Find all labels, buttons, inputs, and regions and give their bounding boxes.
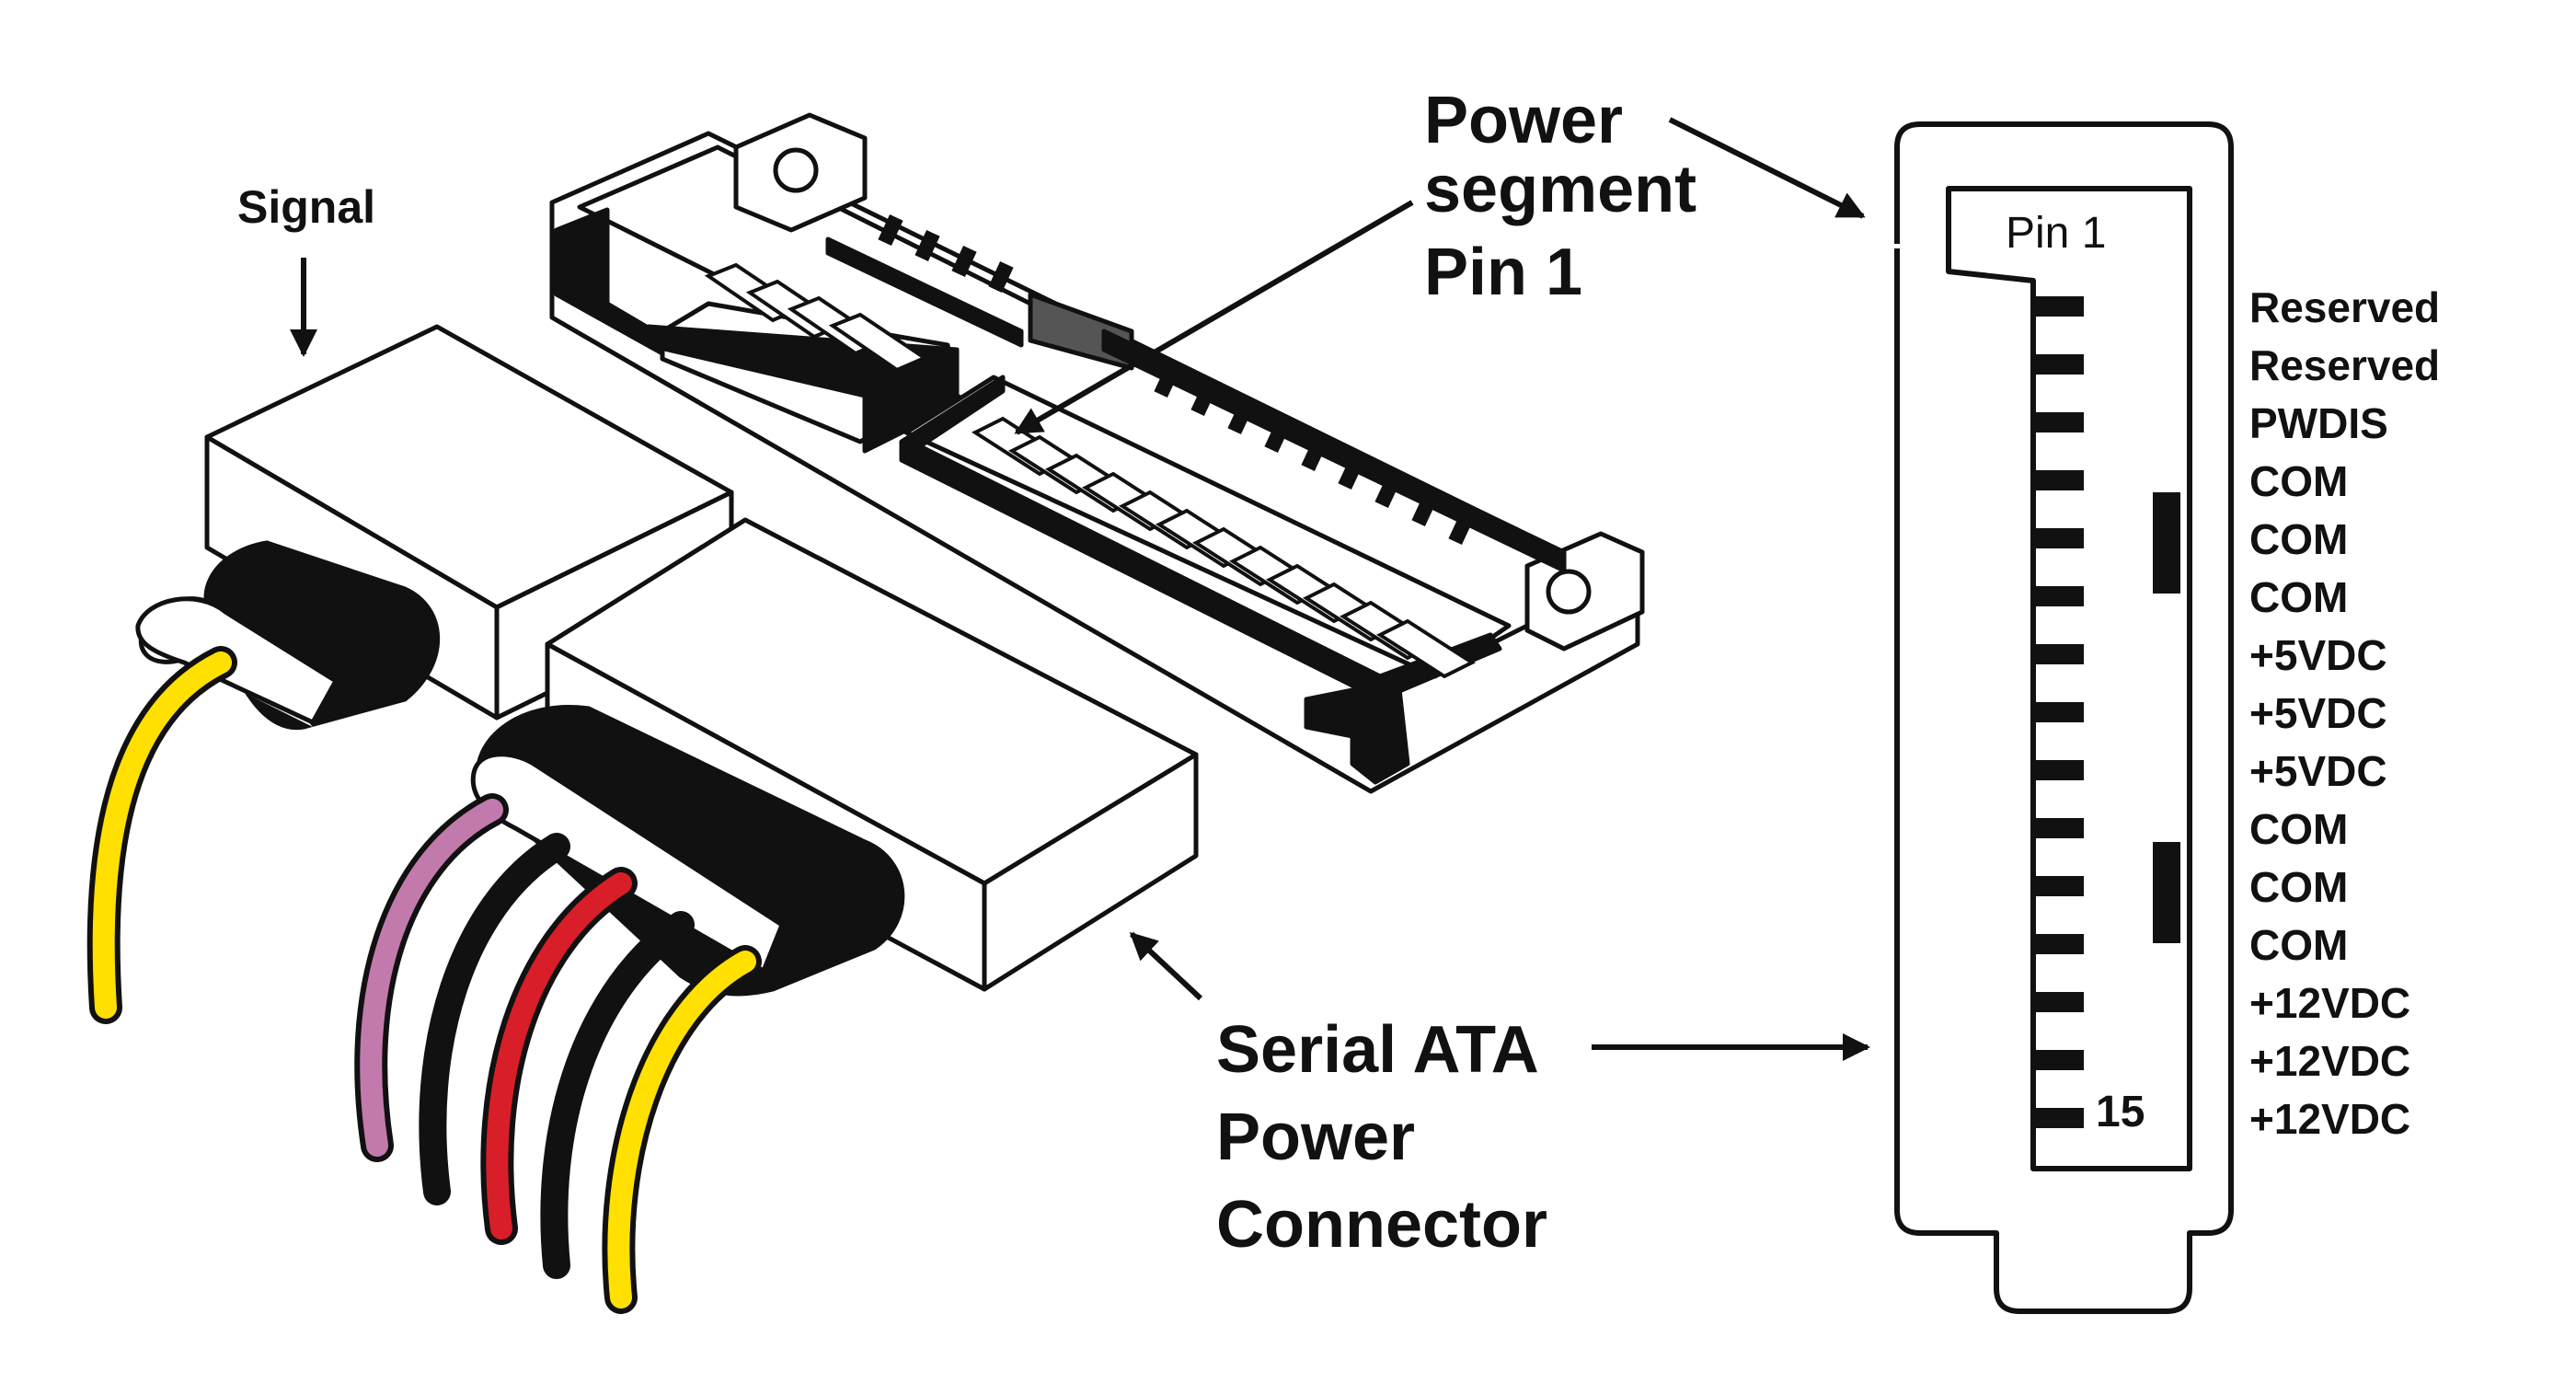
pin-15-marker: 15 xyxy=(2096,1088,2145,1136)
callout-arrows xyxy=(290,117,1870,1061)
pin-label-11: COM xyxy=(2249,863,2349,911)
serial-ata-label-line2: Power xyxy=(1216,1101,1416,1174)
serial-ata-label-line1: Serial ATA xyxy=(1216,1013,1539,1087)
pin-ticks xyxy=(2033,296,2084,1128)
pin-label-4: COM xyxy=(2249,457,2349,505)
pin-label-13: +12VDC xyxy=(2249,979,2411,1027)
serial-ata-label-line3: Connector xyxy=(1216,1188,1547,1262)
pin-label-6: COM xyxy=(2249,573,2349,621)
pin-label-15: +12VDC xyxy=(2249,1095,2411,1143)
power-wires xyxy=(354,793,762,1314)
pin-label-7: +5VDC xyxy=(2249,631,2387,679)
pin-label-1: Reserved xyxy=(2249,283,2441,331)
signal-label: Signal xyxy=(237,181,376,233)
pin-label-8: +5VDC xyxy=(2249,689,2387,737)
pin-label-2: Reserved xyxy=(2249,341,2441,389)
pin-label-10: COM xyxy=(2249,805,2349,853)
power-contacts xyxy=(971,416,1477,679)
pin-label-14: +12VDC xyxy=(2249,1037,2411,1085)
rear-pin-teeth xyxy=(878,214,1474,545)
power-segment-label-line3: Pin 1 xyxy=(1424,236,1583,309)
signal-contacts xyxy=(704,262,929,373)
power-segment-label-line1: Power xyxy=(1424,84,1624,157)
pin-label-5: COM xyxy=(2249,515,2349,563)
key-notches xyxy=(2153,492,2180,943)
power-cable-sleeve xyxy=(475,705,905,997)
pin-1-marker: Pin 1 xyxy=(2006,209,2107,258)
pin-label-3: PWDIS xyxy=(2249,399,2388,447)
pin-label-9: +5VDC xyxy=(2249,747,2387,795)
pinout-outline xyxy=(1894,121,2234,1314)
pin-label-12: COM xyxy=(2249,921,2349,969)
power-segment-label-line2: segment xyxy=(1424,153,1697,226)
